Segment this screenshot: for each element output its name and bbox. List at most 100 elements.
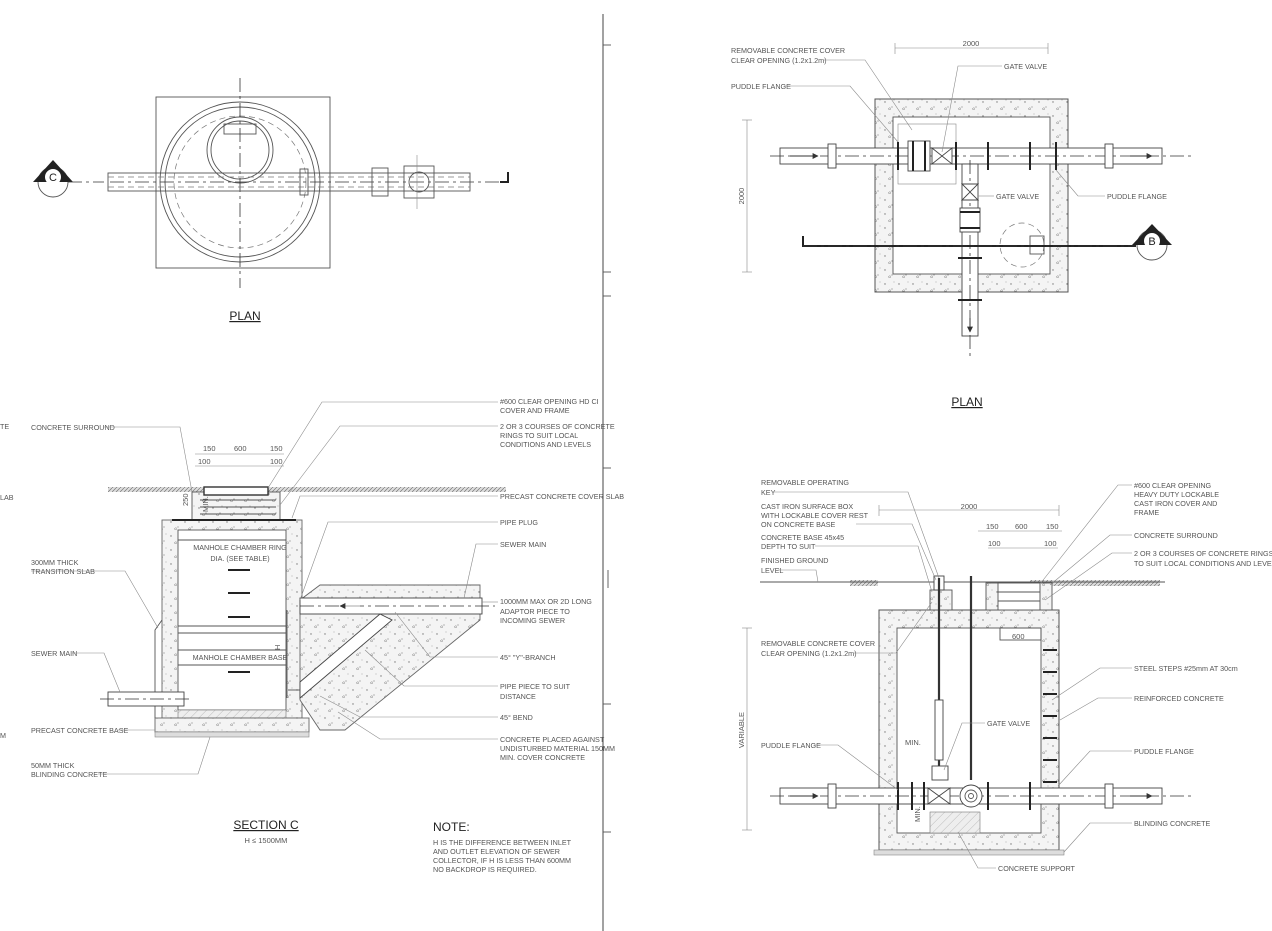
svg-text:CONCRETE SUPPORT: CONCRETE SUPPORT — [998, 864, 1076, 873]
svg-text:MANHOLE CHAMBER RING: MANHOLE CHAMBER RING — [193, 543, 287, 552]
sheet-divider — [602, 14, 611, 931]
svg-text:45° "Y"-BRANCH: 45° "Y"-BRANCH — [500, 653, 556, 662]
svg-text:UNDISTURBED MATERIAL 150MM: UNDISTURBED MATERIAL 150MM — [500, 744, 615, 753]
svg-text:PUDDLE FLANGE: PUDDLE FLANGE — [1107, 192, 1167, 201]
svg-text:FINISHED GROUND: FINISHED GROUND — [761, 556, 829, 565]
svg-text:ADAPTOR PIECE TO: ADAPTOR PIECE TO — [500, 607, 570, 616]
svg-text:H: H — [273, 645, 282, 650]
steel-steps — [1043, 649, 1057, 783]
svg-text:2000: 2000 — [961, 502, 978, 511]
svg-text:150: 150 — [986, 522, 999, 531]
svg-text:50MM THICK: 50MM THICK — [31, 761, 75, 770]
svg-text:STEEL STEPS #25mm AT 30cm: STEEL STEPS #25mm AT 30cm — [1134, 664, 1238, 673]
svg-text:HEAVY DUTY LOCKABLE: HEAVY DUTY LOCKABLE — [1134, 490, 1219, 499]
svg-text:AND OUTLET ELEVATION OF SEWER: AND OUTLET ELEVATION OF SEWER — [433, 847, 560, 856]
note-block: NOTE: H IS THE DIFFERENCE BETWEEN INLET … — [433, 820, 572, 874]
svg-text:NOTE:: NOTE: — [433, 820, 470, 834]
svg-text:GATE VALVE: GATE VALVE — [996, 192, 1039, 201]
svg-text:ON CONCRETE BASE: ON CONCRETE BASE — [761, 520, 835, 529]
sewer-pipe-plan — [107, 172, 471, 192]
svg-text:300MM THICK: 300MM THICK — [31, 558, 79, 567]
svg-text:M: M — [0, 731, 6, 740]
svg-text:2000: 2000 — [737, 188, 746, 205]
right-plan-title: PLAN — [951, 395, 982, 409]
svg-text:PIPE PLUG: PIPE PLUG — [500, 518, 538, 527]
svg-text:REMOVABLE CONCRETE COVER: REMOVABLE CONCRETE COVER — [761, 639, 875, 648]
svg-text:WITH LOCKABLE COVER REST: WITH LOCKABLE COVER REST — [761, 511, 869, 520]
svg-text:MIN. COVER CONCRETE: MIN. COVER CONCRETE — [500, 753, 585, 762]
svg-text:100: 100 — [270, 457, 283, 466]
svg-text:CLEAR OPENING (1.2x1.2m): CLEAR OPENING (1.2x1.2m) — [731, 56, 826, 65]
svg-text:#600 CLEAR OPENING: #600 CLEAR OPENING — [1134, 481, 1212, 490]
svg-text:CAST IRON COVER AND: CAST IRON COVER AND — [1134, 499, 1217, 508]
svg-text:PRECAST CONCRETE COVER SLAB: PRECAST CONCRETE COVER SLAB — [500, 492, 624, 501]
svg-text:REMOVABLE OPERATING: REMOVABLE OPERATING — [761, 478, 849, 487]
section-c-title: SECTION C — [233, 818, 299, 832]
svg-text:SEWER MAIN: SEWER MAIN — [500, 540, 546, 549]
svg-text:GATE VALVE: GATE VALVE — [987, 719, 1030, 728]
svg-text:RINGS TO SUIT LOCAL: RINGS TO SUIT LOCAL — [500, 431, 578, 440]
svg-text:H IS THE DIFFERENCE BETWEEN IN: H IS THE DIFFERENCE BETWEEN INLET — [433, 838, 572, 847]
svg-text:2000: 2000 — [963, 39, 980, 48]
svg-text:GATE VALVE: GATE VALVE — [1004, 62, 1047, 71]
svg-text:150: 150 — [203, 444, 216, 453]
svg-text:PUDDLE FLANGE: PUDDLE FLANGE — [1134, 747, 1194, 756]
svg-text:CONCRETE BASE 45x45: CONCRETE BASE 45x45 — [761, 533, 844, 542]
svg-text:100: 100 — [198, 457, 211, 466]
svg-text:DEPTH TO SUIT: DEPTH TO SUIT — [761, 542, 816, 551]
svg-text:TRANSITION SLAB: TRANSITION SLAB — [31, 567, 95, 576]
svg-text:PRECAST CONCRETE BASE: PRECAST CONCRETE BASE — [31, 726, 129, 735]
svg-text:REMOVABLE CONCRETE COVER: REMOVABLE CONCRETE COVER — [731, 46, 845, 55]
manhole-base-square — [155, 96, 331, 269]
svg-text:DIA. (SEE TABLE): DIA. (SEE TABLE) — [210, 554, 269, 563]
svg-text:CLEAR OPENING (1.2x1.2m): CLEAR OPENING (1.2x1.2m) — [761, 649, 856, 658]
svg-text:PUDDLE FLANGE: PUDDLE FLANGE — [761, 741, 821, 750]
svg-text:CONDITIONS AND LEVELS: CONDITIONS AND LEVELS — [500, 440, 591, 449]
svg-text:#600 CLEAR OPENING HD CI: #600 CLEAR OPENING HD CI — [500, 397, 599, 406]
section-marker-c: C — [33, 160, 104, 198]
svg-text:2 OR 3 COURSES OF CONCRETE: 2 OR 3 COURSES OF CONCRETE — [500, 422, 615, 431]
svg-text:100: 100 — [988, 539, 1001, 548]
svg-text:BLINDING CONCRETE: BLINDING CONCRETE — [1134, 819, 1210, 828]
svg-text:CONCRETE SURROUND: CONCRETE SURROUND — [31, 423, 115, 432]
svg-text:1000MM MAX OR 2D LONG: 1000MM MAX OR 2D LONG — [500, 597, 592, 606]
right-plan-view: B 2000 2000 REMOVABLE CONCRETE COVER CLE… — [731, 39, 1192, 409]
svg-text:CONCRETE PLACED AGAINST: CONCRETE PLACED AGAINST — [500, 735, 605, 744]
svg-text:150: 150 — [1046, 522, 1059, 531]
svg-text:250: 250 — [181, 493, 190, 506]
svg-text:45° BEND: 45° BEND — [500, 713, 533, 722]
svg-text:2 OR 3 COURSES OF CONCRETE RIN: 2 OR 3 COURSES OF CONCRETE RINGS — [1134, 549, 1272, 558]
svg-text:600: 600 — [1015, 522, 1028, 531]
svg-text:COLLECTOR, IF H IS LESS THAN 6: COLLECTOR, IF H IS LESS THAN 600MM — [433, 856, 571, 865]
svg-text:PIPE PIECE TO SUIT: PIPE PIECE TO SUIT — [500, 682, 571, 691]
section-marker-letter: C — [49, 172, 57, 184]
svg-text:DISTANCE: DISTANCE — [500, 692, 536, 701]
svg-text:VARIABLE: VARIABLE — [737, 712, 746, 748]
svg-text:150: 150 — [270, 444, 283, 453]
svg-text:SEWER MAIN: SEWER MAIN — [31, 649, 77, 658]
svg-text:TE: TE — [0, 422, 9, 431]
svg-text:NO BACKDROP IS REQUIRED.: NO BACKDROP IS REQUIRED. — [433, 865, 537, 874]
svg-text:600: 600 — [1012, 632, 1025, 641]
section-b-view: MIN. MIN. 2000 150 600 150 100 100 600 V… — [737, 478, 1272, 873]
section-c-view: H 150 600 150 100 100 250 MIN. MANHOLE C… — [0, 397, 624, 845]
svg-text:BLINDING CONCRETE: BLINDING CONCRETE — [31, 770, 107, 779]
left-plan-view: C PLAN — [33, 78, 509, 323]
svg-text:LAB: LAB — [0, 493, 14, 502]
svg-text:LEVEL: LEVEL — [761, 566, 783, 575]
svg-text:PUDDLE FLANGE: PUDDLE FLANGE — [731, 82, 791, 91]
svg-text:INCOMING SEWER: INCOMING SEWER — [500, 616, 565, 625]
svg-text:CONCRETE SURROUND: CONCRETE SURROUND — [1134, 531, 1218, 540]
svg-text:MIN.: MIN. — [913, 806, 922, 822]
svg-text:KEY: KEY — [761, 488, 776, 497]
section-marker-b: B — [1132, 224, 1172, 261]
section-c-subtitle: H ≤ 1500MM — [245, 836, 288, 845]
svg-text:REINFORCED CONCRETE: REINFORCED CONCRETE — [1134, 694, 1224, 703]
svg-text:TO SUIT LOCAL CONDITIONS AND L: TO SUIT LOCAL CONDITIONS AND LEVELS — [1134, 559, 1272, 568]
svg-text:600: 600 — [234, 444, 247, 453]
svg-text:CAST IRON SURFACE BOX: CAST IRON SURFACE BOX — [761, 502, 853, 511]
svg-text:MIN.: MIN. — [201, 496, 210, 512]
y-branch-pipe — [299, 613, 393, 699]
svg-text:MANHOLE CHAMBER BASE: MANHOLE CHAMBER BASE — [193, 653, 288, 662]
